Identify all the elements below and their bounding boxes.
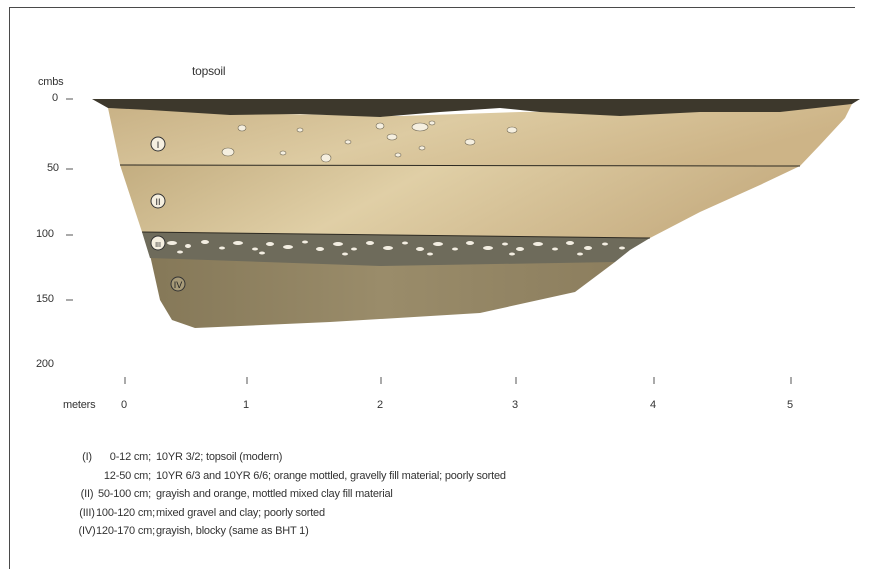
legend-symbol: (I) <box>76 451 98 463</box>
section-numeral: IV <box>174 280 183 290</box>
legend-symbol: (III) <box>76 507 98 519</box>
x-axis-ticks <box>125 377 791 384</box>
legend-description: grayish, blocky (same as BHT 1) <box>156 525 309 537</box>
legend-description: mixed gravel and clay; poorly sorted <box>156 507 325 519</box>
section-numeral: II <box>155 197 160 207</box>
legend-depth: 12-50 cm; <box>96 470 151 482</box>
x-tick-label: 0 <box>121 399 127 411</box>
x-axis-unit: meters <box>63 399 95 411</box>
legend-description: grayish and orange, mottled mixed clay f… <box>156 488 393 500</box>
legend-symbol: (IV) <box>76 525 98 537</box>
y-axis-ticks <box>66 99 73 300</box>
legend-description: 10YR 6/3 and 10YR 6/6; orange mottled, g… <box>156 470 506 482</box>
layer-ii <box>120 165 800 238</box>
legend-depth: 50-100 cm; <box>96 488 151 500</box>
x-tick-label: 3 <box>512 399 518 411</box>
legend-depth: 120-170 cm; <box>96 525 151 537</box>
section-numeral: I <box>157 140 160 150</box>
legend-depth: 100-120 cm; <box>96 507 151 519</box>
x-tick-label: 4 <box>650 399 656 411</box>
legend-description: 10YR 3/2; topsoil (modern) <box>156 451 282 463</box>
x-tick-label: 1 <box>243 399 249 411</box>
legend-depth: 0-12 cm; <box>96 451 151 463</box>
section-numeral: III <box>155 242 161 249</box>
x-tick-label: 5 <box>787 399 793 411</box>
x-tick-label: 2 <box>377 399 383 411</box>
legend-symbol: (II) <box>76 488 98 500</box>
